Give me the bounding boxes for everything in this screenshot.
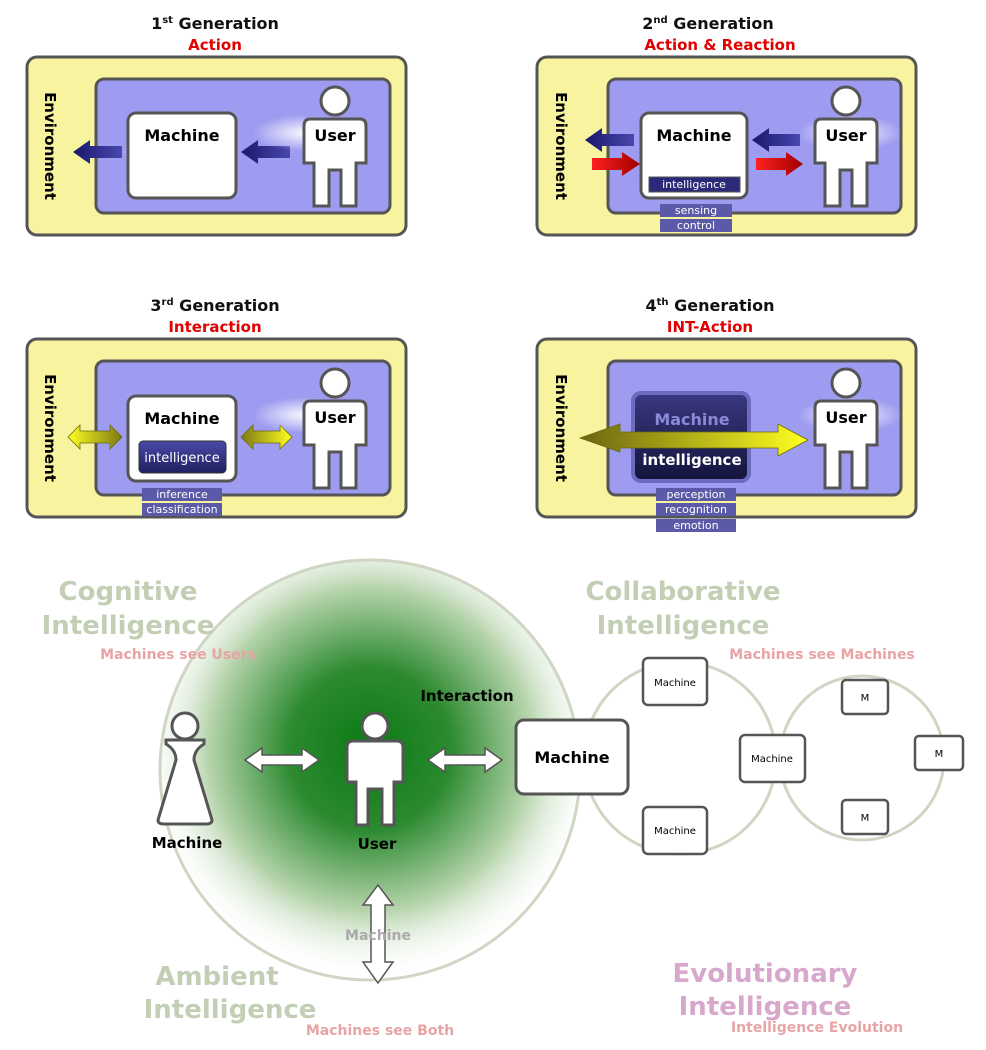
gen4-environment-label: Environment — [552, 374, 570, 482]
evolutionary-caption: Intelligence Evolution — [731, 1020, 903, 1036]
gen1-title: 1st Generation — [151, 14, 279, 33]
gen4-tag-emotion — [656, 519, 736, 532]
gen3-arrow-user — [240, 424, 293, 450]
gen3-user-figure — [253, 367, 368, 490]
ring-machine-bottom — [641, 805, 709, 856]
evolutionary-title-line1: Evolutionary — [672, 959, 857, 989]
m-box-top-label: M — [861, 693, 870, 704]
evolutionary-title-line2: Intelligence — [679, 992, 852, 1022]
m-box-right-label: M — [935, 749, 944, 760]
ring-machine-middle-label: Machine — [751, 754, 793, 765]
m-box-right — [913, 734, 965, 772]
ring-machine-top — [641, 656, 709, 707]
cognitive-title-line2: Intelligence — [42, 611, 215, 641]
gen1-machine-label: Machine — [144, 126, 219, 145]
ring-machine-top-label: Machine — [654, 678, 696, 689]
gen2-arrow-red-right-user — [756, 152, 803, 176]
gen1-panel: 1st Generation Action Environment Machin… — [25, 14, 408, 237]
gen3-tag-inference-label: inference — [156, 488, 208, 501]
gen2-machine-label: Machine — [656, 126, 731, 145]
gen4-tag-emotion-label: emotion — [673, 519, 718, 532]
ambient-title-line1: Ambient — [155, 962, 278, 992]
gen2-arrow-blue-left-env — [585, 128, 634, 152]
m-box-bottom — [840, 798, 890, 836]
user-center-label: User — [358, 835, 397, 853]
gen4-tag-perception-label: perception — [667, 488, 726, 501]
gen3-tag-classification — [142, 503, 222, 516]
gen2-title: 2nd Generation — [642, 14, 773, 33]
gen2-tag-sensing — [660, 204, 732, 217]
gen2-environment-label: Environment — [552, 92, 570, 200]
gen4-title: 4th Generation — [645, 296, 774, 315]
m-box-bottom-label: M — [861, 813, 870, 824]
gen1-machine-box — [126, 111, 238, 200]
gen4-user-label: User — [825, 408, 866, 427]
cognitive-caption: Machines see Users — [100, 647, 256, 663]
gen3-arrow-env — [67, 424, 123, 450]
gen3-title: 3rd Generation — [150, 296, 279, 315]
collaborative-caption: Machines see Machines — [729, 647, 915, 663]
gen3-machine-label: Machine — [144, 409, 219, 428]
machine-left-label: Machine — [152, 834, 223, 852]
gen2-arrow-red-right-env — [592, 152, 640, 176]
gen1-subtitle: Action — [188, 36, 242, 54]
ambient-caption: Machines see Both — [306, 1023, 454, 1039]
gen4-user-figure — [798, 367, 902, 490]
gen4-panel: 4th Generation INT-Action Environment Ma… — [535, 296, 918, 532]
gen4-tag-recognition — [656, 503, 736, 516]
gen1-arrow-machine-to-env — [73, 140, 122, 164]
gen4-tag-recognition-label: recognition — [665, 503, 727, 516]
arrow-user-machine — [426, 746, 504, 774]
gen4-machine-label: Machine — [654, 410, 729, 429]
machine-center-box — [514, 718, 630, 796]
gen1-user-label: User — [314, 126, 355, 145]
user-center-figure — [345, 711, 405, 827]
gen2-intelligence-box — [648, 176, 741, 193]
gen1-environment-label: Environment — [41, 92, 59, 200]
gen3-intelligence-label: intelligence — [144, 451, 219, 466]
gen4-subtitle: INT-Action — [667, 318, 753, 336]
gen2-tag-control-label: control — [677, 219, 715, 232]
gen2-user-label: User — [825, 126, 866, 145]
interaction-label: Interaction — [420, 687, 513, 705]
arrow-machine-user — [243, 746, 321, 774]
gen3-environment-label: Environment — [41, 374, 59, 482]
collaborative-title-line1: Collaborative — [585, 577, 780, 607]
gen3-user-label: User — [314, 408, 355, 427]
machine-bottom-label: Machine — [345, 928, 411, 944]
arrow-vertical-user-ambient — [361, 883, 395, 985]
machine-center-label: Machine — [534, 748, 609, 767]
gen3-tag-classification-label: classification — [146, 503, 217, 516]
gen2-user-figure — [798, 85, 902, 208]
ring-machine-bottom-label: Machine — [654, 826, 696, 837]
machine-left-figure — [156, 711, 214, 826]
intelligence-map: Cognitive Intelligence Machines see User… — [42, 558, 965, 1039]
gen2-intelligence-label: intelligence — [662, 178, 726, 191]
gen2-tag-sensing-label: sensing — [675, 204, 717, 217]
gen2-arrow-blue-left-user — [752, 128, 800, 152]
gen4-tag-perception — [656, 488, 736, 501]
gen4-big-arrow — [578, 423, 809, 457]
ambient-title-line2: Intelligence — [144, 995, 317, 1025]
cognitive-title-line1: Cognitive — [59, 577, 198, 607]
gen4-intelligence-label: intelligence — [642, 451, 741, 469]
ring-machine-middle — [738, 733, 807, 784]
collaborative-title-line2: Intelligence — [597, 611, 770, 641]
gen2-subtitle: Action & Reaction — [644, 36, 795, 54]
gen3-panel: 3rd Generation Interaction Environment M… — [25, 296, 408, 519]
gen2-panel: 2nd Generation Action & Reaction Environ… — [535, 14, 918, 237]
gen3-tag-inference — [142, 488, 222, 501]
m-box-top — [840, 678, 890, 716]
gen1-user-figure — [253, 85, 368, 208]
gen3-subtitle: Interaction — [168, 318, 261, 336]
gen3-intelligence-box — [138, 440, 227, 474]
gen2-tag-control — [660, 219, 732, 232]
